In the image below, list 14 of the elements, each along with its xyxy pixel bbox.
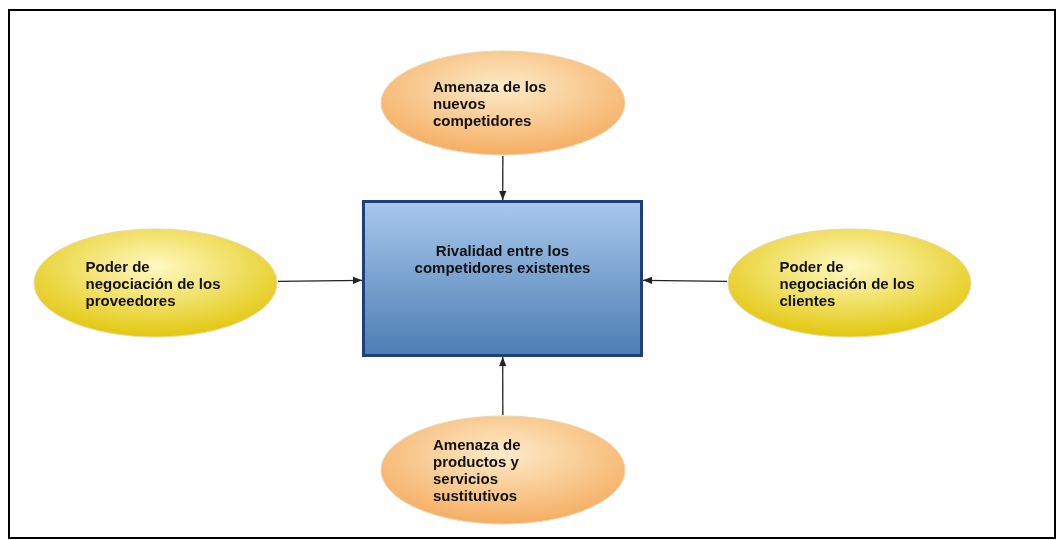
ellipse-node <box>380 415 626 525</box>
arrow <box>499 356 507 416</box>
node-text: Rivalidad entre los competidores existentes <box>413 241 592 276</box>
ellipse-node <box>727 228 972 338</box>
node-text: Poder de negociación de los clientes <box>779 257 916 309</box>
node-text: Amenaza de productos y servicios sustitutivos <box>433 436 522 504</box>
node-text: Amenaza de los nuevos competidores <box>433 77 548 129</box>
process-box <box>362 200 643 357</box>
node-text: Poder de negociación de los proveedores <box>85 257 222 309</box>
ellipse-node <box>380 50 626 156</box>
arrow <box>277 276 363 285</box>
ellipse-node <box>33 228 278 338</box>
arrow <box>642 276 728 285</box>
arrow <box>499 155 507 201</box>
